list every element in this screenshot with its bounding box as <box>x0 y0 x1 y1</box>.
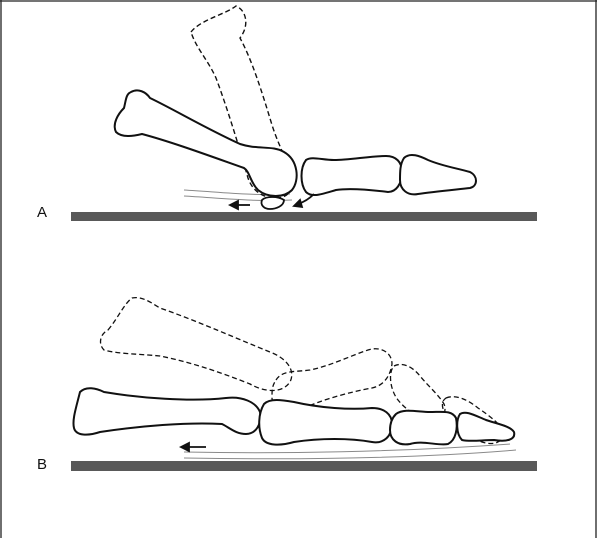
tendon-lines-b <box>184 444 516 459</box>
arrow-b <box>181 443 206 451</box>
distal-phalanx-a <box>400 155 476 194</box>
distal-phalanx-b <box>457 413 514 441</box>
panel-a <box>71 6 537 221</box>
panel-label-a: A <box>37 205 47 220</box>
ground-bar-a <box>71 212 537 221</box>
panel-b <box>71 298 537 471</box>
metatarsal-a <box>115 90 297 196</box>
sesamoid-a <box>261 197 284 209</box>
panel-label-b: B <box>37 457 47 472</box>
proximal-phalanx-a <box>302 156 403 195</box>
middle-phalanx-b <box>390 411 457 445</box>
metatarsal-b <box>73 388 260 434</box>
proximal-phalanx-b <box>259 400 392 445</box>
ground-bar-b <box>71 461 537 471</box>
